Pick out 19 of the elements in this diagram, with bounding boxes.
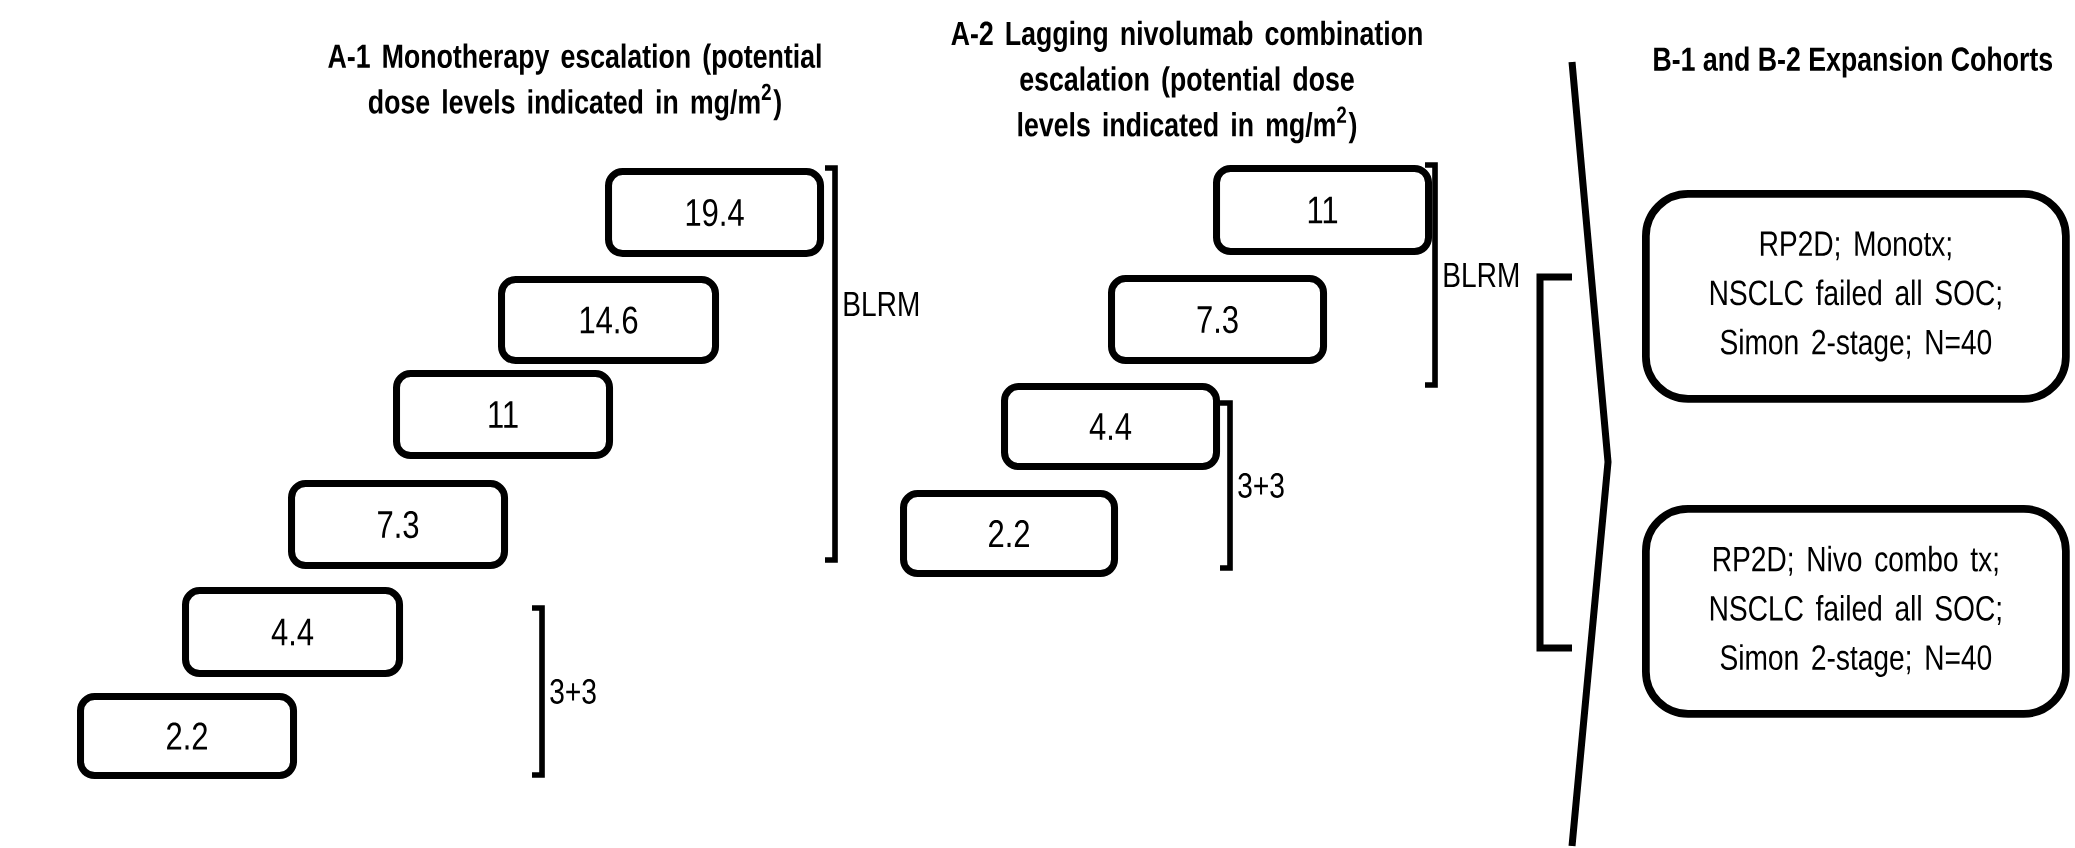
bracket-label: 3+3 [550,679,596,704]
bracket-label: BLRM [844,291,919,317]
cohort-box: RP2D; Monotx; NSCLC failed all SOC; Simon 2-stage; N=40 [1642,190,2070,403]
cohort-box: RP2D; Nivo combo tx; NSCLC failed all SOC; Simon 2-stage; N=40 [1642,505,2070,718]
dose-box: 11 [393,370,614,460]
dose-box: 19.4 [605,168,825,258]
heading: A-1 Monotherapy escalation (potential dose levels indicated in mg/m$^{2}$) [328,43,821,121]
dose-box: 7.3 [1108,275,1328,365]
dose-box: 4.4 [1001,383,1221,471]
heading: B-1 and B-2 Expansion Cohorts [1654,46,2053,78]
dose-box: 2.2 [77,693,298,780]
dose-box: 14.6 [498,276,720,365]
bracket-label: BLRM [1444,262,1519,288]
dose-box: 7.3 [288,480,509,570]
bracket-label: 3+3 [1238,473,1284,498]
dose-box: 2.2 [900,490,1119,578]
dose-box: 11 [1213,165,1433,256]
dose-box: 4.4 [182,587,404,678]
heading: A-2 Lagging nivolumab combination escalation (potential dose levels indicated in mg/m$^{2}$) [951,20,1422,144]
